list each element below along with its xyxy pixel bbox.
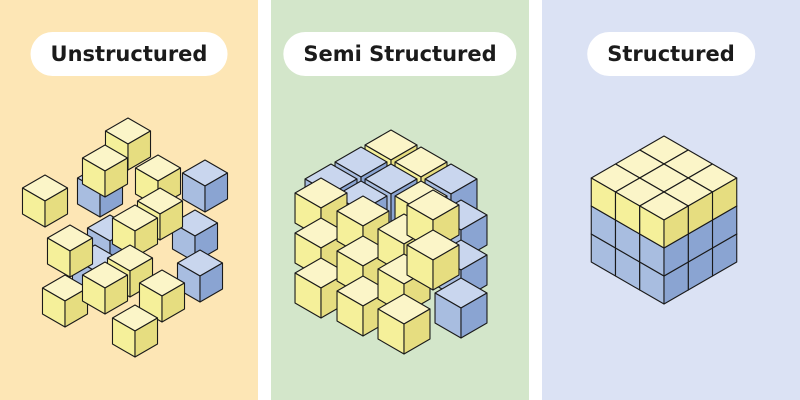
- cube: [138, 269, 186, 323]
- cube: [176, 249, 224, 303]
- cube-block-structured: [590, 135, 738, 305]
- cube-right-face: [161, 282, 186, 323]
- panel-title-semi-structured: Semi Structured: [283, 32, 517, 76]
- cube-right-face: [104, 157, 129, 198]
- cube-rubik-semi-structured: [294, 129, 488, 355]
- cube-right-face: [460, 292, 488, 339]
- cube-right-face: [104, 274, 129, 315]
- cube-right-face: [432, 244, 460, 291]
- cube: [111, 304, 159, 358]
- panel-title-structured: Structured: [587, 32, 755, 76]
- cube-right-face: [134, 317, 159, 358]
- cube: [81, 144, 129, 198]
- cube: [21, 174, 69, 228]
- cube-right-face: [69, 237, 94, 278]
- cube-right-face: [663, 205, 689, 249]
- cube-right-face: [159, 200, 184, 241]
- panel-semi-structured: Semi Structured: [271, 0, 529, 400]
- cube: [377, 293, 431, 355]
- panel-title-unstructured: Unstructured: [30, 32, 228, 76]
- cube-right-face: [44, 187, 69, 228]
- panel-structured: Structured: [542, 0, 800, 400]
- cube: [46, 224, 94, 278]
- cube: [406, 229, 460, 291]
- cube: [81, 261, 129, 315]
- panel-unstructured: Unstructured: [0, 0, 258, 400]
- cube: [639, 191, 689, 249]
- cube: [434, 277, 488, 339]
- cube: [41, 274, 89, 328]
- cube-right-face: [64, 287, 89, 328]
- cube: [181, 159, 229, 213]
- cube-right-face: [204, 172, 229, 213]
- cube-right-face: [403, 308, 431, 355]
- cube-cluster-unstructured: [21, 117, 229, 358]
- cube-right-face: [199, 262, 224, 303]
